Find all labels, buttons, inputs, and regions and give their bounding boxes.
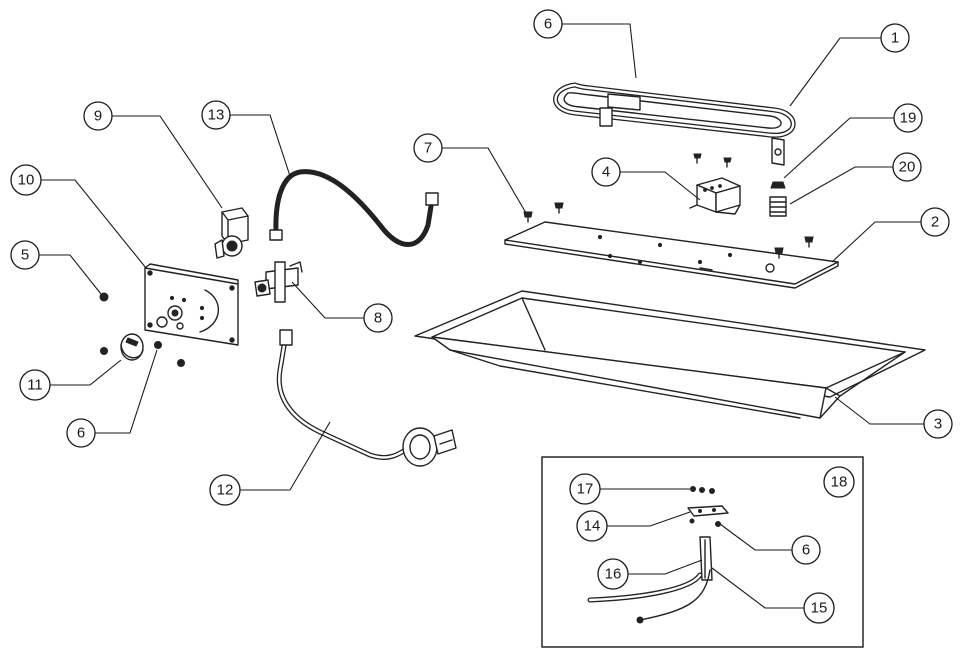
callout-label: 8 [374, 310, 382, 327]
callout-17: 17 [569, 473, 601, 505]
part-burner-ring [553, 82, 796, 166]
part-valve [214, 207, 249, 259]
callout-7: 7 [413, 133, 443, 163]
leader-lines [39, 23, 924, 609]
callout-6-inset: 6 [791, 535, 821, 565]
callouts: 6 1 19 20 2 3 4 7 9 13 10 5 8 11 6 12 18… [10, 9, 953, 624]
callout-label: 19 [900, 110, 917, 127]
callout-1: 1 [880, 23, 910, 53]
callout-label: 10 [18, 172, 35, 189]
callout-label: 15 [811, 600, 828, 617]
part-knob [120, 333, 144, 361]
callout-6-left: 6 [66, 418, 96, 448]
callout-label: 6 [544, 16, 552, 33]
callout-label: 6 [802, 542, 810, 559]
callout-label: 9 [94, 108, 102, 125]
part-bracket [689, 153, 741, 215]
callout-label: 1 [891, 30, 899, 47]
callout-20: 20 [892, 152, 922, 182]
callout-15: 15 [803, 592, 835, 624]
callout-label: 13 [208, 107, 225, 124]
callout-8: 8 [363, 303, 393, 333]
part-tray [414, 290, 926, 419]
callout-2: 2 [920, 207, 950, 237]
callout-label: 4 [602, 164, 610, 181]
callout-label: 3 [934, 416, 942, 433]
callout-4: 4 [591, 157, 621, 187]
callout-label: 6 [77, 425, 85, 442]
callout-9: 9 [83, 101, 113, 131]
part-tee-fitting [254, 261, 303, 303]
callout-12: 12 [209, 474, 241, 506]
callout-16: 16 [597, 558, 629, 590]
callout-5: 5 [10, 240, 40, 270]
callout-label: 20 [899, 159, 916, 176]
part-regulator-hose [276, 329, 457, 467]
callout-label: 18 [831, 474, 848, 491]
callout-label: 11 [27, 377, 43, 394]
callout-19: 19 [893, 103, 923, 133]
callout-10: 10 [10, 164, 42, 196]
callout-label: 12 [217, 482, 234, 499]
callout-label: 2 [931, 214, 939, 231]
part-nut-19 [770, 181, 786, 189]
part-orifice-20 [769, 196, 787, 217]
callout-14: 14 [576, 510, 608, 542]
part-screw-5 [99, 292, 109, 302]
callout-label: 7 [424, 140, 432, 157]
part-screw-17 [690, 486, 715, 494]
callout-label: 16 [605, 566, 622, 583]
callout-label: 17 [577, 481, 594, 498]
part-thermocouple [587, 536, 713, 624]
part-plate [504, 221, 839, 289]
part-screws-plate [523, 202, 814, 259]
callout-13: 13 [201, 100, 231, 130]
callout-6-top: 6 [533, 9, 563, 39]
callout-11: 11 [19, 369, 51, 401]
callout-label: 5 [21, 247, 29, 264]
part-flex-hose [269, 169, 439, 247]
callout-18: 18 [823, 466, 855, 498]
callout-3: 3 [923, 409, 953, 439]
part-bracket-14 [687, 505, 729, 527]
part-nuts-6 [100, 341, 185, 367]
part-control-panel [144, 263, 239, 346]
callout-label: 14 [584, 518, 601, 535]
